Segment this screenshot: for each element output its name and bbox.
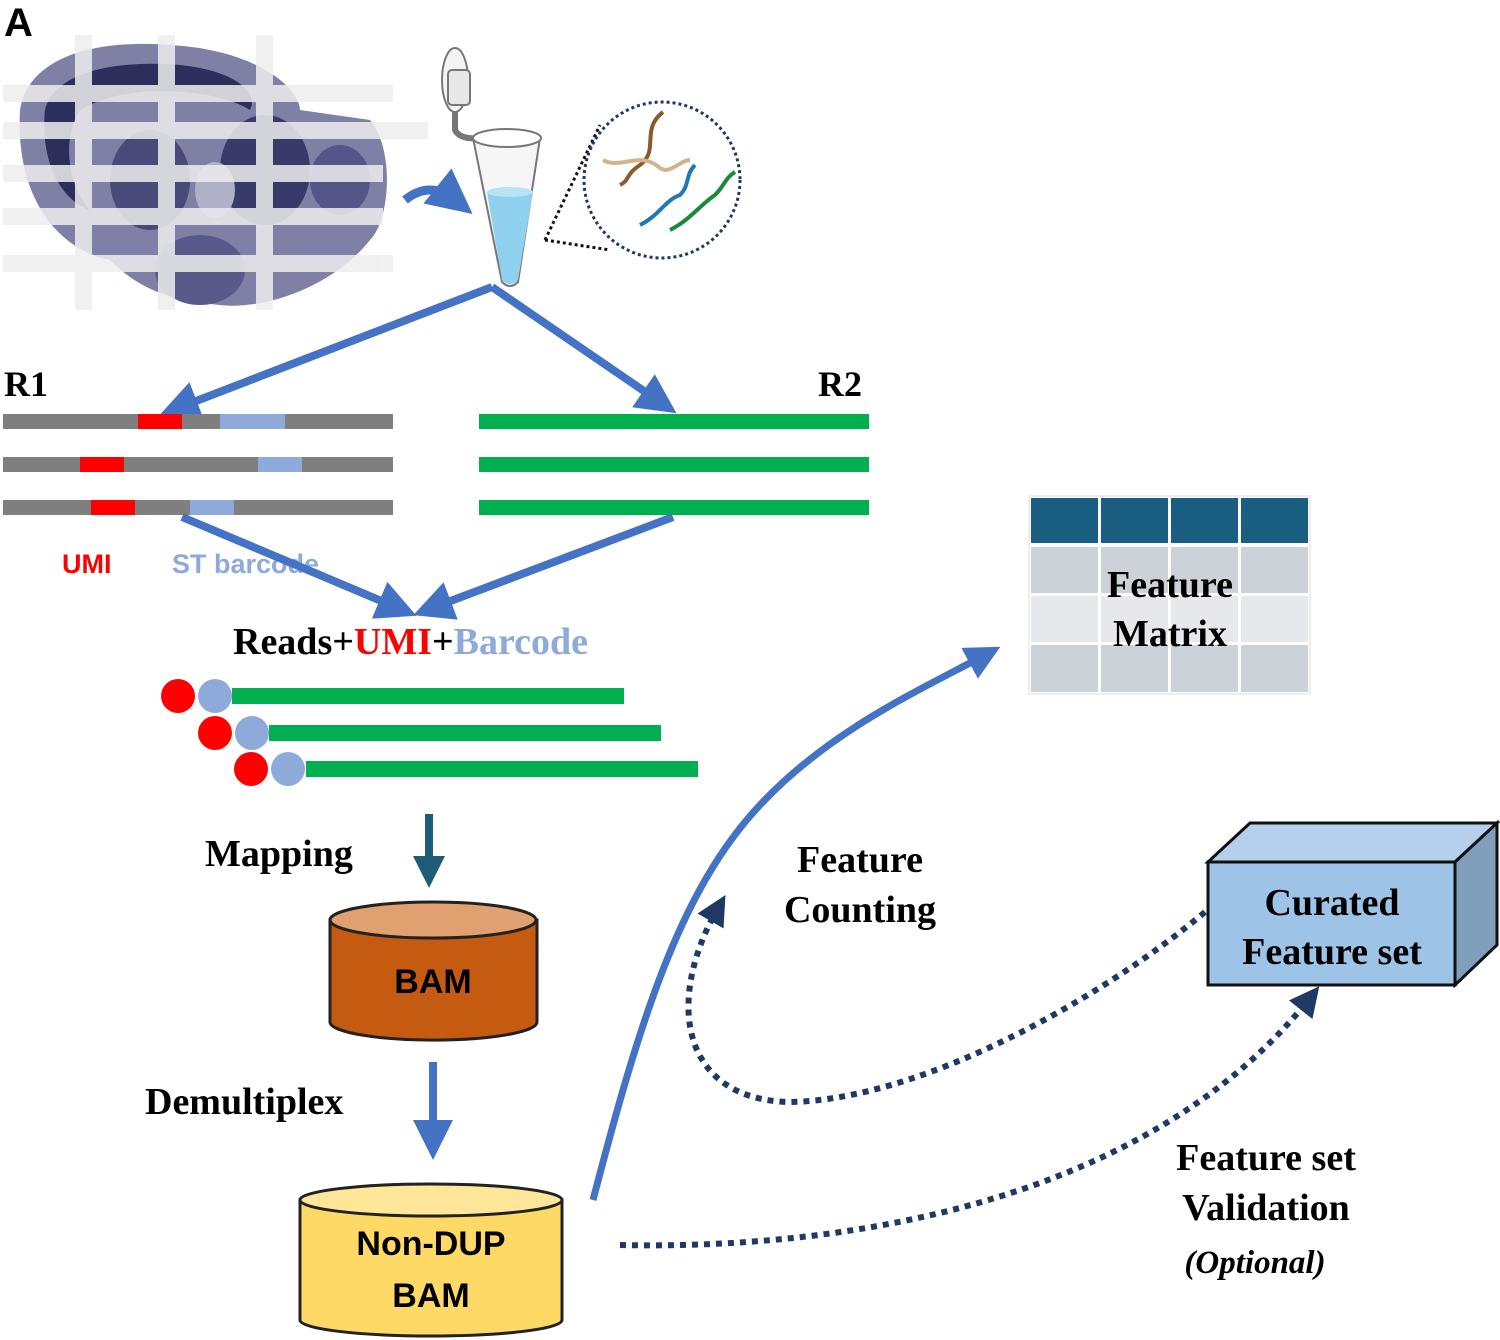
bam-label: BAM: [394, 963, 471, 1001]
arrow-r2-merge: [413, 513, 675, 620]
validation-line1: Feature set: [1176, 1137, 1356, 1179]
curated-line1: Curated: [1264, 882, 1399, 924]
feature-matrix-line1: Feature: [1107, 564, 1233, 606]
feature-counting-line2: Counting: [784, 889, 936, 931]
validation-dotted-arrow: [619, 986, 1320, 1249]
r1-label: R1: [4, 364, 48, 404]
curated-line2: Feature set: [1242, 931, 1422, 973]
mapping-label: Mapping: [205, 833, 353, 875]
feature-counting-line1: Feature: [797, 839, 923, 881]
arrow-to-r1: [159, 283, 494, 420]
demultiplex-label: Demultiplex: [145, 1081, 343, 1123]
curved-arrow-icon: [402, 168, 473, 215]
curated-to-counting-dotted-arrow: [685, 894, 1207, 1106]
validation-optional: (Optional): [1184, 1245, 1325, 1281]
curated-feature-set-box: Curated Feature set: [1204, 819, 1500, 989]
arrow-r1-merge: [180, 513, 417, 619]
r2-label: R2: [818, 364, 862, 404]
r1-reads: [3, 414, 393, 515]
feature-matrix-table: Feature Matrix: [1028, 495, 1311, 695]
validation-line2: Validation: [1182, 1187, 1350, 1229]
tissue-section-image: [3, 35, 428, 310]
r2-reads: [479, 414, 869, 515]
microcentrifuge-tube-icon: [441, 47, 542, 287]
rna-zoom-inset: [543, 100, 742, 260]
combined-reads: [161, 679, 698, 786]
arrow-to-r2: [489, 283, 677, 414]
feature-counting-arrow: [589, 646, 1001, 1201]
nondup-label-line2: BAM: [392, 1277, 469, 1315]
reads-umi-barcode-label: Reads+UMI+Barcode: [233, 621, 588, 663]
panel-label: A: [4, 1, 33, 45]
nondup-bam-cylinder: Non-DUP BAM: [298, 1182, 564, 1338]
bam-cylinder: BAM: [328, 900, 539, 1042]
umi-legend: UMI: [62, 549, 112, 579]
nondup-label-line1: Non-DUP: [356, 1225, 505, 1263]
feature-matrix-line2: Matrix: [1113, 613, 1227, 655]
